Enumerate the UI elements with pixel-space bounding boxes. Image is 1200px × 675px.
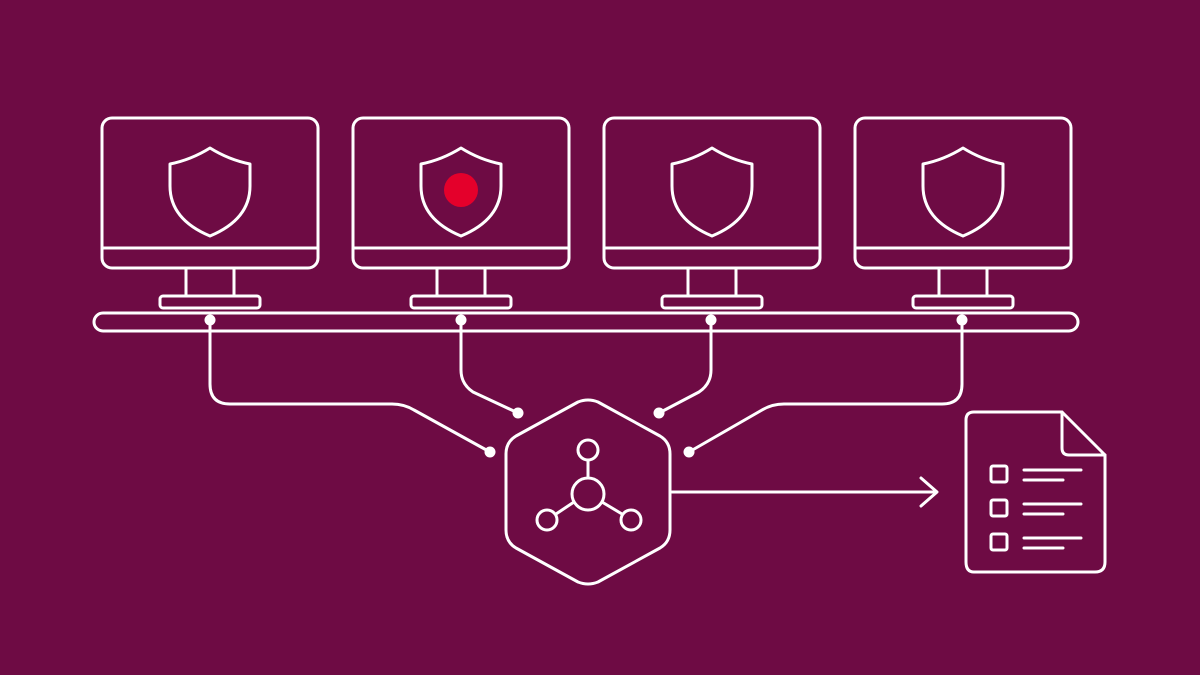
bus-node-dot	[455, 314, 467, 326]
monitor-1	[100, 116, 320, 310]
shield-icon	[921, 146, 1005, 238]
shield-icon	[419, 146, 503, 238]
network-hub-icon	[535, 438, 643, 532]
monitor-group	[100, 116, 1073, 310]
hub-left-node	[535, 508, 559, 532]
hub-endpoint-dot	[683, 446, 695, 458]
hub-endpoint-dot	[653, 407, 665, 419]
alert-dot	[444, 173, 478, 207]
bus-node-dot	[956, 314, 968, 326]
monitor-screen	[351, 116, 571, 270]
connector-line-1	[208, 318, 492, 454]
network-bus	[92, 311, 1080, 333]
connector-line-4	[687, 318, 964, 454]
monitor-base	[911, 294, 1015, 310]
monitor-2	[351, 116, 571, 310]
connector-group	[208, 318, 964, 454]
monitor-base	[409, 294, 513, 310]
connector-dots	[204, 314, 968, 458]
monitor-screen	[100, 116, 320, 270]
hub-node	[504, 398, 672, 586]
monitor-base	[660, 294, 764, 310]
shield-icon	[168, 146, 252, 238]
monitor-4	[853, 116, 1073, 310]
checklist-checkbox	[989, 532, 1009, 552]
monitor-screen	[853, 116, 1073, 270]
checklist-document-icon	[964, 410, 1107, 574]
connector-line-2	[459, 318, 520, 415]
hub-endpoint-dot	[484, 446, 496, 458]
monitor-base	[158, 294, 262, 310]
document-outline	[964, 410, 1107, 574]
hub-right-node	[619, 508, 643, 532]
monitor-3	[602, 116, 822, 310]
checklist-checkbox	[989, 498, 1009, 518]
hub-link	[554, 500, 576, 516]
hub-link	[600, 500, 624, 516]
shield-icon	[670, 146, 754, 238]
hub-endpoint-dot	[512, 407, 524, 419]
output-arrow	[670, 476, 939, 508]
hexagon-frame	[504, 398, 672, 586]
bus-node-dot	[204, 314, 216, 326]
checklist-checkbox	[989, 464, 1009, 484]
bus-node-dot	[705, 314, 717, 326]
monitor-screen	[602, 116, 822, 270]
connector-line-3	[657, 318, 713, 415]
checklist	[989, 464, 1083, 552]
arrow-head	[919, 476, 939, 508]
document-folded-corner	[1060, 410, 1107, 457]
